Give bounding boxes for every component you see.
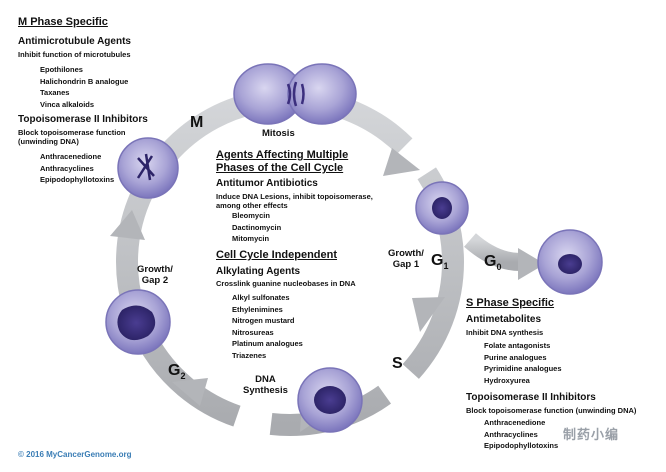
antitumor-desc: Induce DNA Lesions, inhibit topoisomeras…	[216, 192, 373, 210]
list-item: Platinum analogues	[232, 339, 303, 348]
antimetabolites-list: Folate antagonists Purine analogues Pyri…	[484, 340, 562, 386]
list-item: Ethylenimines	[232, 304, 283, 314]
stage-label-mitosis: Mitosis	[262, 128, 295, 139]
list-item: Nitrosureas	[232, 327, 274, 337]
list-item: Taxanes	[40, 88, 70, 97]
list-item: Anthracyclines	[484, 429, 538, 439]
list-item: Dactinomycin	[232, 222, 282, 232]
list-item: Triazenes	[232, 350, 267, 360]
list-item: Halichondrin B analogue	[40, 76, 129, 86]
list-item: Alkyl sulfonates	[232, 293, 290, 302]
s-topo-desc: Block topoisomerase function (unwinding …	[466, 406, 637, 415]
cell-cycle-independent-title: Cell Cycle Independent	[216, 249, 338, 261]
list-item: Anthracenedione	[40, 152, 102, 161]
list-item: Nitrogen mustard	[232, 316, 295, 325]
phase-label-s: S	[392, 355, 403, 372]
list-item: Epipodophyllotoxins	[484, 441, 559, 450]
m-phase-title: M Phase Specific	[18, 16, 108, 28]
list-item: Epipodophyllotoxins	[40, 175, 115, 184]
m-phase-cell	[117, 137, 179, 199]
mitosis-cell	[233, 63, 357, 125]
antimicrotubule-list: Epothilones Halichondrin B analogue Taxa…	[40, 64, 128, 110]
list-item: Vinca alkaloids	[40, 99, 95, 109]
m-topo-desc: Block topoisomerase function (unwinding …	[18, 128, 126, 146]
list-item: Mitomycin	[232, 234, 270, 243]
arrowhead-mitosis-to-g1	[383, 148, 420, 176]
arrowhead-dna-to-g2	[172, 378, 208, 406]
center-title: Agents Affecting Multiple Phases of the …	[216, 149, 349, 174]
alkylating-heading: Alkylating Agents	[216, 266, 301, 277]
arrowhead-g2-to-m	[110, 210, 145, 240]
antimetabolites-desc: Inhibit DNA synthesis	[466, 328, 544, 337]
antimicrotubule-heading: Antimicrotubule Agents	[18, 36, 131, 47]
list-item: Hydroxyurea	[484, 375, 530, 385]
g1-cell	[415, 181, 469, 235]
list-item: Purine analogues	[484, 352, 547, 362]
antitumor-list: Bleomycin Dactinomycin Mitomycin	[232, 210, 281, 245]
antimetabolites-heading: Antimetabolites	[466, 314, 542, 325]
s-phase-title: S Phase Specific	[466, 297, 555, 309]
m-topo-list: Anthracenedione Anthracyclines Epipodoph…	[40, 151, 114, 186]
list-item: Folate antagonists	[484, 341, 551, 350]
phase-label-g2: G2	[168, 362, 186, 382]
m-topo-heading: Topoisomerase II Inhibitors	[18, 114, 148, 125]
phase-label-g0: G0	[484, 253, 502, 273]
g0-arrow	[464, 233, 545, 280]
antitumor-heading: Antitumor Antibiotics	[216, 178, 318, 189]
antimicrotubule-desc: Inhibit function of microtubules	[18, 50, 131, 59]
list-item: Anthracyclines	[40, 163, 94, 173]
stage-label-growth-gap1: Growth/Gap 1	[388, 248, 424, 270]
g0-cell	[537, 229, 603, 295]
stage-label-growth-gap2: Growth/Gap 2	[137, 264, 173, 286]
cycle-ring	[116, 88, 464, 436]
alkylating-list: Alkyl sulfonates Ethylenimines Nitrogen …	[232, 292, 303, 361]
copyright-footer: © 2016 MyCancerGenome.org	[18, 450, 132, 459]
watermark: 制药小编	[563, 427, 620, 442]
s-topo-heading: Topoisomerase II Inhibitors	[466, 392, 596, 403]
s-phase-cell	[297, 367, 363, 433]
arrowhead-g1-to-s	[412, 297, 445, 332]
list-item: Bleomycin	[232, 211, 270, 220]
s-topo-list: Anthracenedione Anthracyclines Epipodoph…	[484, 417, 558, 452]
phase-label-m: M	[190, 114, 204, 131]
list-item: Pyrimidine analogues	[484, 364, 562, 373]
list-item: Anthracenedione	[484, 418, 546, 427]
alkylating-desc: Crosslink guanine nucleobases in DNA	[216, 279, 356, 288]
g2-cell	[105, 289, 171, 355]
phase-label-g1: G1	[431, 252, 449, 272]
list-item: Epothilones	[40, 65, 83, 74]
